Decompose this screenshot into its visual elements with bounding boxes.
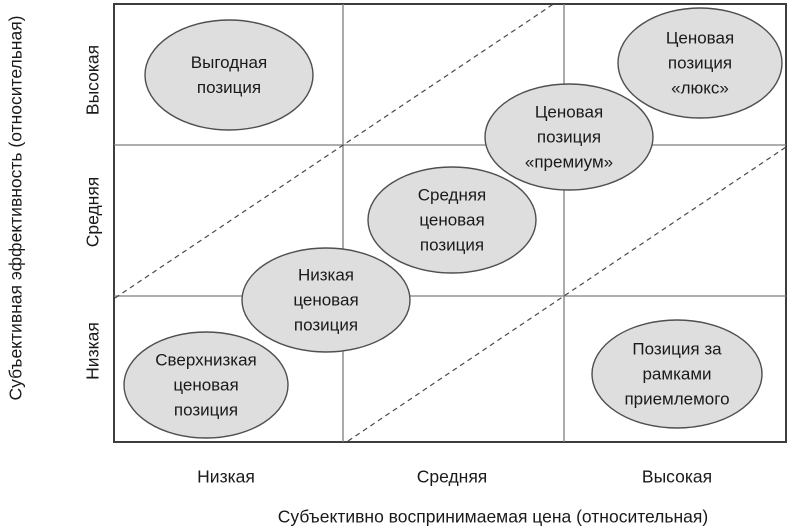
x-tick-low: Низкая — [197, 466, 255, 487]
ellipse-label-price-position-lux: Ценовая позиция «люкс» — [665, 28, 735, 98]
x-tick-medium: Средняя — [416, 466, 488, 487]
ellipse-price-position-lux — [617, 7, 783, 119]
ellipse-low-price-position — [241, 247, 411, 353]
x-tick-high: Высокая — [641, 466, 713, 487]
y-axis-title: Субъективная эффективность (относительна… — [5, 15, 26, 401]
ellipse-label-medium-price-position: Средняя ценовая позиция — [417, 185, 487, 255]
y-tick-medium: Средняя — [82, 176, 103, 248]
ellipse-favorable-position — [144, 19, 314, 131]
ellipse-ultra-low-price-position — [123, 331, 289, 439]
ellipse-label-ultra-low-price-position: Сверхнизкая ценовая позиция — [155, 350, 257, 420]
ellipse-medium-price-position — [367, 166, 537, 274]
dashed-diagonal-lower-right — [347, 146, 787, 442]
ellipse-price-position-premium — [484, 83, 654, 191]
ellipse-label-favorable-position: Выгодная позиция — [190, 53, 268, 97]
dashed-diagonal-upper-left — [114, 2, 556, 299]
x-axis-title: Субъективно воспринимаемая цена (относит… — [277, 506, 709, 527]
ellipse-position-beyond-acceptable — [591, 319, 763, 429]
ellipse-label-position-beyond-acceptable: Позиция за рамками приемлемого — [624, 339, 730, 409]
y-tick-low: Низкая — [82, 322, 103, 380]
y-tick-high: Высокая — [82, 44, 103, 116]
ellipse-label-low-price-position: Низкая ценовая позиция — [293, 265, 359, 335]
ellipse-label-price-position-premium: Ценовая позиция «премиум» — [524, 102, 614, 172]
